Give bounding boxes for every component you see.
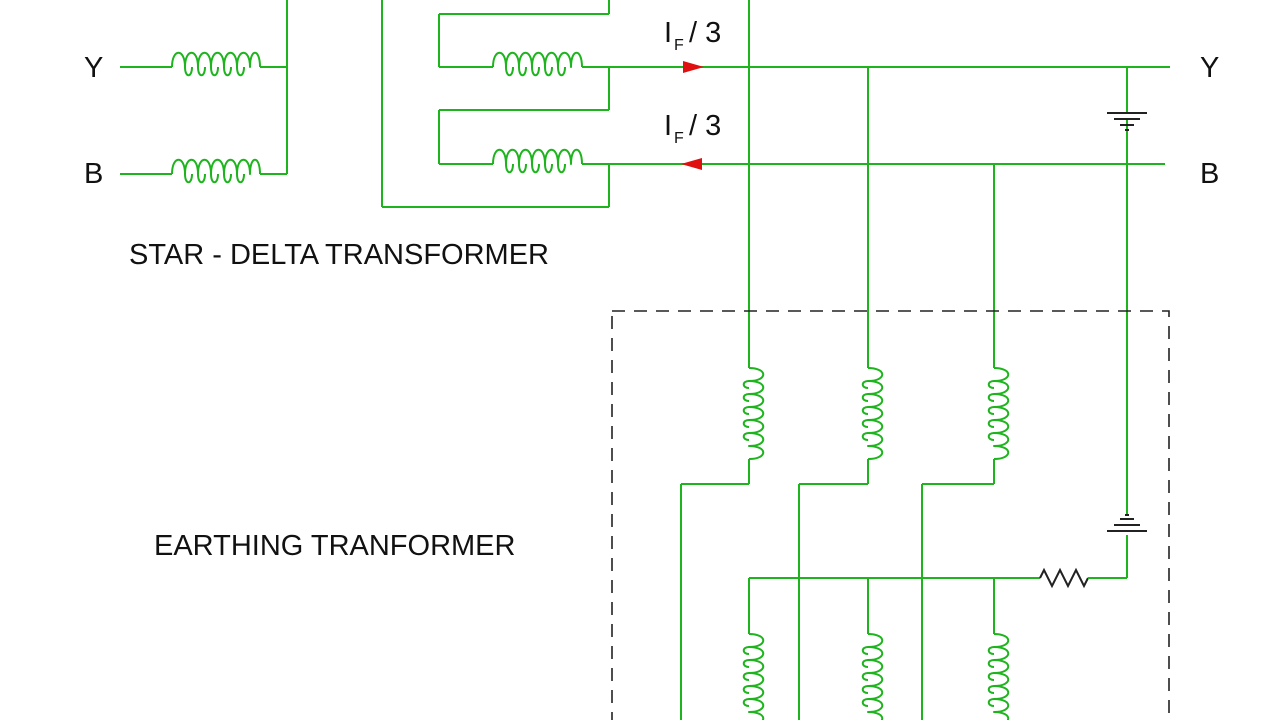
earth-symbol-top [1107,112,1147,131]
earthing-taps [748,0,1128,515]
star-delta-transformer-title: STAR - DELTA TRANSFORMER [129,239,549,271]
earth-symbol-bottom [1107,514,1147,532]
secondary-coil-b [492,148,583,165]
earthing-lower-coil-2 [867,633,884,720]
fault-current-label-1: I F / 3 [664,17,721,54]
current-symbol: I [664,110,672,142]
earthing-lower-coil-3 [993,633,1010,720]
earthing-upper-coil-3 [993,367,1010,460]
current-subscript: F [674,37,684,54]
fault-current-arrow-left [681,158,702,170]
fault-current-arrow-right [683,61,704,73]
right-y-phase-label: Y [1200,52,1219,84]
neutral-earthing-resistor [1039,567,1089,589]
earthing-transformer-title: EARTHING TRANFORMER [154,530,515,562]
left-y-phase-label: Y [84,52,103,84]
earthing-upper-windings [742,367,1010,460]
secondary-coil-y [492,51,583,68]
current-fraction: / 3 [689,17,721,49]
zigzag-interconnections [680,459,995,720]
earthing-lower-windings [742,578,1010,720]
delta-secondary-windings [381,0,610,208]
fault-current-label-2: I F / 3 [664,110,721,147]
current-fraction: / 3 [689,110,721,142]
star-primary-windings [120,0,288,184]
left-b-phase-label: B [84,158,103,190]
primary-coil-y [171,51,261,68]
right-b-phase-label: B [1200,158,1219,190]
output-lines [609,61,1170,170]
current-subscript: F [674,130,684,147]
earthing-lower-coil-1 [748,633,765,720]
earthing-transformer-boundary [611,310,1170,720]
earthing-upper-coil-1 [748,367,765,460]
primary-coil-b [171,158,261,175]
current-symbol: I [664,17,672,49]
neutral-bus [749,535,1128,589]
earthing-upper-coil-2 [867,367,884,460]
